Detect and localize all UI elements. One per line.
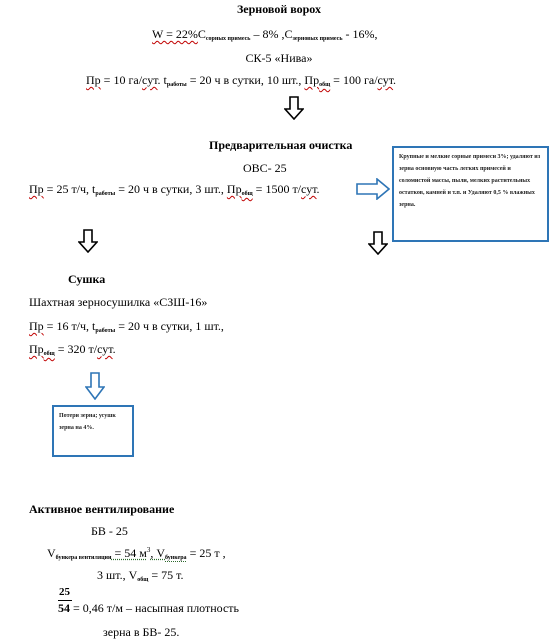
total-productivity-subscript: общ bbox=[319, 82, 331, 88]
work-time-value: = 20 ч в сутки, 10 шт., bbox=[186, 73, 305, 87]
productivity-label: Пр bbox=[86, 73, 101, 87]
total-productivity-label: Пр bbox=[29, 342, 44, 356]
total-productivity-label: Пр bbox=[226, 182, 242, 196]
dryer-total-productivity-line: Пробщ = 320 т/сут. bbox=[29, 342, 116, 357]
harvester-productivity-line: Пр = 10 га/сут. tработы = 20 ч в сутки, … bbox=[86, 73, 396, 88]
total-productivity-label: Пр bbox=[304, 73, 320, 87]
bin-volume-line: Vбункера вентиляции = 54 м3, Vбункера = … bbox=[47, 546, 226, 561]
fraction-denominator: 54 bbox=[58, 601, 70, 615]
total-value: = 75 т. bbox=[148, 568, 184, 582]
cleaner-model: ОВС- 25 bbox=[243, 161, 287, 175]
total-productivity-value: = 100 га/ bbox=[330, 73, 378, 87]
grain-impurity-subscript: зерновых примесь bbox=[292, 36, 343, 42]
volume-unit-power: 3 bbox=[146, 546, 151, 554]
arrow-right-icon bbox=[356, 178, 390, 200]
pre-cleaning-note: Крупные и мелкие сорные примеси 3%; удал… bbox=[392, 146, 549, 242]
density-line: 54 = 0,46 т/м – насыпная плотность bbox=[58, 601, 239, 616]
grain-impurity-value: - 16%, bbox=[342, 27, 378, 41]
section-title-grain-heap: Зерновой ворох bbox=[236, 2, 322, 16]
total-productivity-subscript: общ bbox=[241, 191, 253, 197]
volume-symbol: V bbox=[47, 546, 56, 560]
period: . bbox=[393, 73, 397, 87]
dryer-model: Шахтная зерносушилка «СЗШ-16» bbox=[29, 295, 208, 309]
weed-value: – 8% ,C bbox=[250, 27, 293, 41]
work-time-value: = 20 ч в сутки, 3 шт., bbox=[115, 182, 227, 196]
total-productivity-unit: сут bbox=[377, 73, 394, 87]
total-productivity-subscript: общ bbox=[43, 351, 55, 357]
weed-subscript: сорных примесь bbox=[205, 36, 251, 42]
productivity-value: = 16 т/ч, t bbox=[43, 319, 96, 333]
total-productivity-value: = 320 т/ bbox=[54, 342, 98, 356]
total-productivity-value: = 1500 т/ bbox=[252, 182, 302, 196]
volume-subscript: бункера вентиляции bbox=[55, 555, 112, 561]
drying-note: Потери зерна; усушк зерна на 4%. bbox=[52, 405, 134, 457]
moisture-value: W = 22% bbox=[152, 27, 198, 41]
total-productivity-unit: сут bbox=[301, 182, 317, 196]
work-time-subscript: работы bbox=[166, 82, 187, 88]
cleaner-productivity-line: Пр = 25 т/ч, tработы = 20 ч в сутки, 3 ш… bbox=[29, 182, 320, 197]
harvester-model: СК-5 «Нива» bbox=[245, 51, 313, 65]
density-text: = 0,46 т/м – насыпная плотность bbox=[70, 601, 240, 615]
work-time-symbol: . t bbox=[157, 73, 167, 87]
capacity-symbol: , V bbox=[150, 546, 166, 560]
arrow-down-icon bbox=[78, 229, 98, 253]
density-line-continuation: зерна в БВ- 25. bbox=[103, 625, 180, 639]
fraction-numerator: 25 bbox=[59, 586, 70, 598]
bin-total-line: 3 шт., Vобщ = 75 т. bbox=[97, 568, 183, 583]
capacity-value: = 25 т , bbox=[186, 546, 226, 560]
period: . bbox=[112, 342, 116, 356]
total-subscript: общ bbox=[137, 577, 149, 583]
bin-model: БВ - 25 bbox=[91, 524, 128, 538]
arrow-down-icon bbox=[368, 231, 388, 255]
bin-count-text: 3 шт., V bbox=[97, 568, 138, 582]
arrow-down-icon bbox=[85, 372, 105, 400]
work-time-subscript: работы bbox=[95, 191, 116, 197]
weed-symbol: C bbox=[197, 27, 206, 41]
period: . bbox=[316, 182, 320, 196]
productivity-label: Пр bbox=[29, 319, 44, 333]
volume-value: = 54 м bbox=[111, 546, 147, 560]
total-productivity-unit: сут bbox=[97, 342, 113, 356]
productivity-unit: сут bbox=[142, 73, 158, 87]
arrow-down-icon bbox=[284, 96, 304, 120]
capacity-subscript: бункера bbox=[165, 555, 187, 561]
productivity-label: Пр bbox=[29, 182, 44, 196]
section-title-active-ventilation: Активное вентилирование bbox=[29, 502, 175, 516]
productivity-value: = 10 га/ bbox=[100, 73, 143, 87]
fraction-bar bbox=[58, 600, 72, 601]
work-time-subscript: работы bbox=[95, 328, 116, 334]
grain-composition-line: W = 22%Cсорных примесь – 8% ,Cзерновых п… bbox=[152, 27, 378, 42]
section-title-pre-cleaning: Предварительная очистка bbox=[209, 138, 353, 152]
dryer-productivity-line: Пр = 16 т/ч, tработы = 20 ч в сутки, 1 ш… bbox=[29, 319, 224, 334]
productivity-value: = 25 т/ч, t bbox=[43, 182, 96, 196]
section-title-drying: Сушка bbox=[68, 272, 106, 286]
work-time-value: = 20 ч в сутки, 1 шт., bbox=[115, 319, 224, 333]
